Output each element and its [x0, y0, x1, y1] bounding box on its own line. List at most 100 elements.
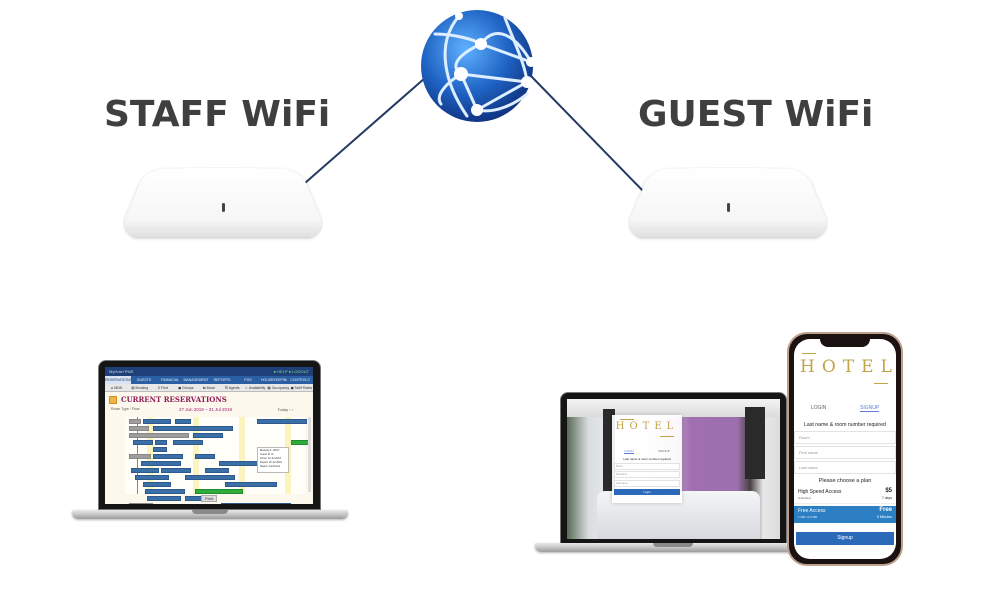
firstname-field[interactable]: First name [794, 446, 896, 459]
login-card: HOTEL LOGIN SIGNUP Last name & room numb… [612, 415, 682, 503]
logo-line [802, 353, 816, 354]
guest-laptop: HOTEL LOGIN SIGNUP Last name & room numb… [535, 392, 815, 554]
toolbar-item[interactable]: ▦ Occupancy [267, 386, 290, 390]
menu-item[interactable]: REPORTS [213, 378, 231, 382]
reservation-bar[interactable] [129, 454, 151, 459]
laptop-notch [653, 543, 693, 547]
reservation-bar[interactable] [147, 496, 181, 501]
toolbar-item[interactable]: ⚲ Find [157, 386, 168, 390]
date-range: 27 Jun 2019 – 31 Jul 2019 [179, 407, 233, 412]
reservation-bar[interactable] [129, 433, 189, 438]
toolbar-item[interactable]: ● NEW [110, 386, 123, 390]
lastname-field[interactable]: Last name [794, 461, 896, 474]
laptop-notch [192, 510, 228, 514]
reservation-bar[interactable] [153, 454, 183, 459]
reservation-bar[interactable] [129, 426, 149, 431]
plan-free-access[interactable]: Free Access 1 MB / 0.5 MB Free 5 Minutes [794, 506, 896, 523]
toolbar-item[interactable]: ◼ Tariff Rates [290, 386, 313, 390]
grid-scrollbar[interactable] [308, 417, 311, 492]
app-name: MyHotel PMS [109, 369, 134, 374]
toolbar-item[interactable]: ☰ Agents [224, 386, 240, 390]
menu-item[interactable]: RESERVATIONS [105, 376, 131, 384]
plan-high-speed[interactable]: High Speed Access Unlimited $5 7 days [794, 488, 896, 504]
reservation-bar[interactable] [257, 419, 307, 424]
tab-signup[interactable]: SIGNUP [860, 405, 880, 412]
plan-name: Free Access [798, 508, 826, 514]
room-field[interactable]: Room [614, 463, 680, 470]
reservation-bar[interactable] [133, 440, 153, 445]
reservation-bar[interactable] [221, 503, 291, 504]
reservation-tooltip: Booking #: 10317 Guest: M. R. Arrive: 12… [257, 447, 289, 473]
menu-item[interactable]: CONTROLS [290, 378, 310, 382]
reservation-bar[interactable] [161, 468, 191, 473]
reservation-bar[interactable] [141, 461, 181, 466]
reservation-bar[interactable] [155, 440, 167, 445]
toolbar-item[interactable]: ▤ Booking [131, 386, 149, 390]
reservation-bar[interactable] [225, 482, 277, 487]
access-point-icon [124, 168, 322, 237]
laptop-base [72, 510, 348, 519]
reservation-bar[interactable] [175, 419, 191, 424]
reservation-bar[interactable] [131, 468, 159, 473]
instruction-text: Last name & room number required [623, 457, 671, 461]
guest-access-point [628, 167, 828, 247]
print-button[interactable]: Print [201, 495, 218, 502]
lastname-field[interactable]: Last name [614, 480, 680, 487]
plan-price: $5 [885, 488, 892, 494]
tab-login[interactable]: LOGIN [624, 449, 634, 454]
menu-item[interactable]: MANAGEMENT [183, 378, 209, 382]
reservation-bar[interactable] [185, 475, 235, 480]
reservation-bar[interactable] [195, 489, 243, 494]
plan-name: High Speed Access [798, 489, 842, 495]
login-button[interactable]: Login [614, 489, 680, 495]
pms-screen: MyHotel PMS ● HELP ● LOGOUT RESERVATIONS… [105, 367, 313, 504]
reservation-bar[interactable] [153, 426, 233, 431]
guest-link-line [529, 74, 646, 194]
menu-item[interactable]: POS [244, 378, 252, 382]
reservation-grid: Booking #: 10317 Guest: M. R. Arrive: 12… [125, 417, 311, 504]
firstname-field[interactable]: Firstname [614, 471, 680, 478]
reservation-bar[interactable] [145, 489, 185, 494]
menu-item[interactable]: HOUSEKEEPING [261, 378, 287, 382]
reservation-bar[interactable] [135, 475, 169, 480]
today-nav[interactable]: Today ‹ › [277, 407, 293, 412]
reservation-bar[interactable] [205, 468, 229, 473]
toolbar-item[interactable]: ✓ Availability [245, 386, 266, 390]
signup-button[interactable]: Signup [796, 532, 894, 545]
globe-network-icon [421, 10, 536, 122]
reservation-bar[interactable] [219, 461, 259, 466]
reservation-bar[interactable] [173, 440, 203, 445]
staff-wifi-title: STAFF WiFi [104, 94, 331, 135]
tab-signup[interactable]: SIGNUP [658, 449, 670, 453]
plan-sub: 1 MB / 0.5 MB [798, 515, 818, 519]
room-filter[interactable]: Room Type / Floor [111, 407, 140, 411]
tooltip-line: Guest: M. R. [260, 453, 275, 456]
tooltip-line: Booking #: 10317 [260, 449, 280, 452]
room-curtain [745, 407, 765, 479]
smartphone: HOTEL LOGIN SIGNUP Last name & room numb… [787, 332, 903, 566]
auth-tabs: LOGIN SIGNUP [794, 405, 896, 412]
reservation-bar[interactable] [143, 419, 171, 424]
staff-laptop: MyHotel PMS ● HELP ● LOGOUT RESERVATIONS… [72, 360, 352, 520]
toolbar-item[interactable]: ◼ Groups [178, 386, 194, 390]
tooltip-line: Arrive: 12 Jul 2019 [260, 457, 281, 460]
plan-duration: 5 Minutes [876, 515, 892, 519]
app-bar-links[interactable]: ● HELP ● LOGOUT [273, 369, 309, 374]
tab-login[interactable]: LOGIN [810, 405, 827, 411]
reservation-bar[interactable] [193, 433, 223, 438]
guest-wifi-title: GUEST WiFi [638, 94, 874, 135]
hotel-logo: HOTEL [615, 421, 679, 432]
auth-tabs: LOGIN SIGNUP [612, 449, 682, 454]
pms-heading: CURRENT RESERVATIONS [109, 395, 227, 404]
reservation-bar[interactable] [129, 503, 153, 504]
reservation-bar[interactable] [143, 482, 171, 487]
reservation-bar[interactable] [195, 454, 215, 459]
reservation-bar[interactable] [129, 419, 141, 424]
calendar-icon [109, 395, 117, 404]
room-field[interactable]: Room [794, 431, 896, 444]
toolbar-item[interactable]: ⇆ Move [202, 386, 216, 390]
reservation-bar[interactable] [153, 447, 167, 452]
menu-item[interactable]: GUESTS [136, 378, 152, 382]
menu-item[interactable]: FINANCIAL [160, 378, 180, 382]
